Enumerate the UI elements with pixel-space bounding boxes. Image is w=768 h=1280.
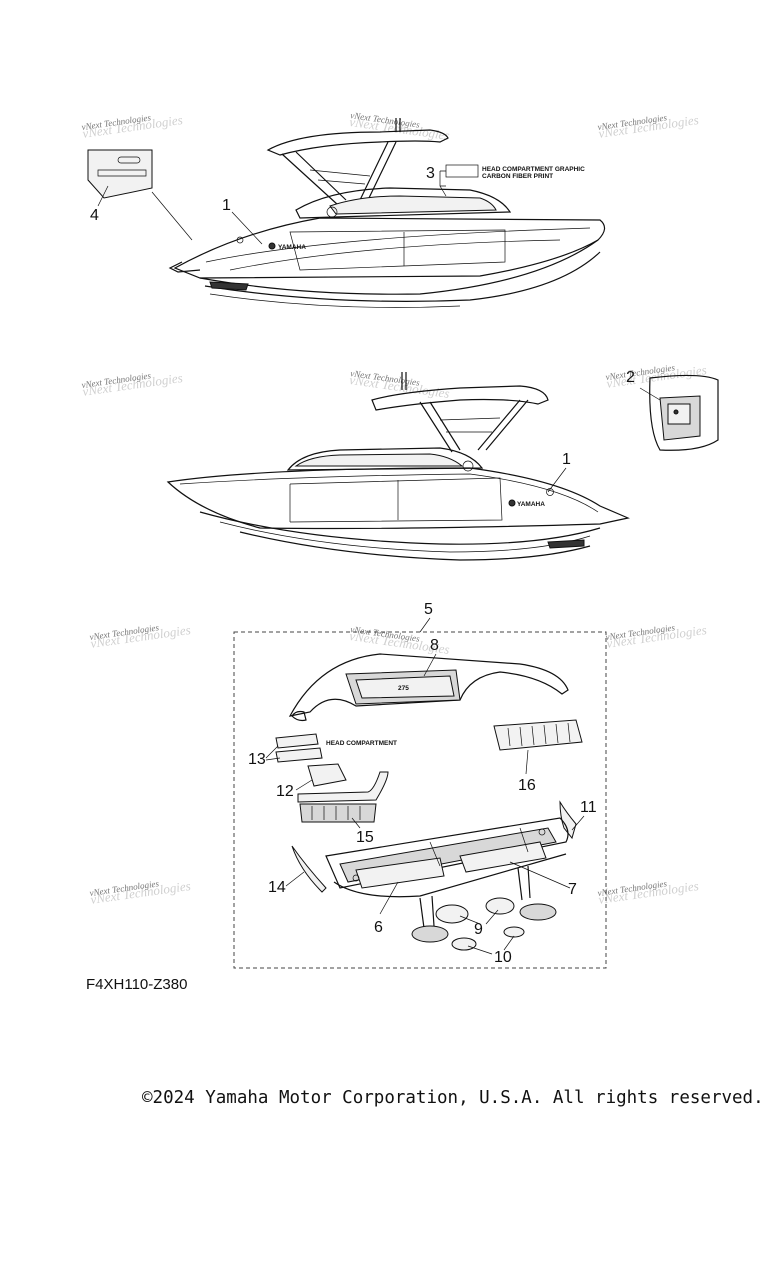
yamaha-logo-text-2: YAMAHA: [517, 501, 545, 508]
callout-14: 14: [268, 879, 286, 896]
callout-3: 3: [426, 165, 435, 182]
callout-16: 16: [518, 777, 536, 794]
head-compartment-graphic-label: HEAD COMPARTMENT GRAPHIC: [482, 166, 585, 173]
part-13-labels: HEAD COMPARTMENT: [275, 733, 397, 763]
callout-11: 11: [580, 799, 597, 816]
part-11-graphic: [559, 800, 577, 840]
yamaha-logo-text: YAMAHA: [278, 244, 306, 251]
callout-1-top: 1: [222, 197, 231, 214]
callout-6: 6: [374, 919, 383, 936]
callout-12: 12: [276, 783, 294, 800]
callout-5: 5: [424, 601, 433, 618]
callout-13: 13: [248, 751, 266, 768]
part-3-graphic: HEAD COMPARTMENT GRAPHIC CARBON FIBER PR…: [439, 164, 585, 197]
model-275-label: 275: [398, 685, 409, 692]
deck-compartment: [325, 817, 569, 929]
callout-1-middle: 1: [562, 451, 571, 468]
part-12-graphic: [307, 763, 347, 787]
callout-15: 15: [356, 829, 374, 846]
callout-10: 10: [494, 949, 512, 966]
callouts-middle-boat: 1 2: [547, 369, 635, 493]
callout-7: 7: [568, 881, 577, 898]
head-compartment-label: HEAD COMPARTMENT: [326, 740, 397, 747]
part-8-tower-graphic: 275: [288, 653, 569, 722]
callout-2: 2: [626, 369, 635, 386]
boat-side-view-left: YAMAHA: [168, 118, 606, 308]
callout-9: 9: [474, 921, 483, 938]
watermarks: vNext Technologies vNext Technologies vN…: [81, 110, 708, 907]
callout-4: 4: [90, 207, 99, 224]
diagram-reference-code: F4XH110-Z380: [86, 976, 188, 993]
part-15-vent-graphic: [297, 771, 389, 823]
part-10-pads: [451, 926, 525, 951]
part-4-panel: [87, 149, 193, 241]
part-2-inset: [639, 374, 719, 451]
boat-side-view-right: YAMAHA: [166, 372, 630, 561]
callouts-top-boat: 1 3 4: [90, 165, 435, 245]
copyright-notice: ©2024 Yamaha Motor Corporation, U.S.A. A…: [142, 1088, 764, 1108]
carbon-fiber-print-label: CARBON FIBER PRINT: [482, 173, 553, 180]
part-9-pads: [411, 897, 557, 943]
part-16-vent-graphic: [493, 719, 583, 751]
callout-8: 8: [430, 637, 439, 654]
part-14-graphic: [291, 845, 327, 893]
